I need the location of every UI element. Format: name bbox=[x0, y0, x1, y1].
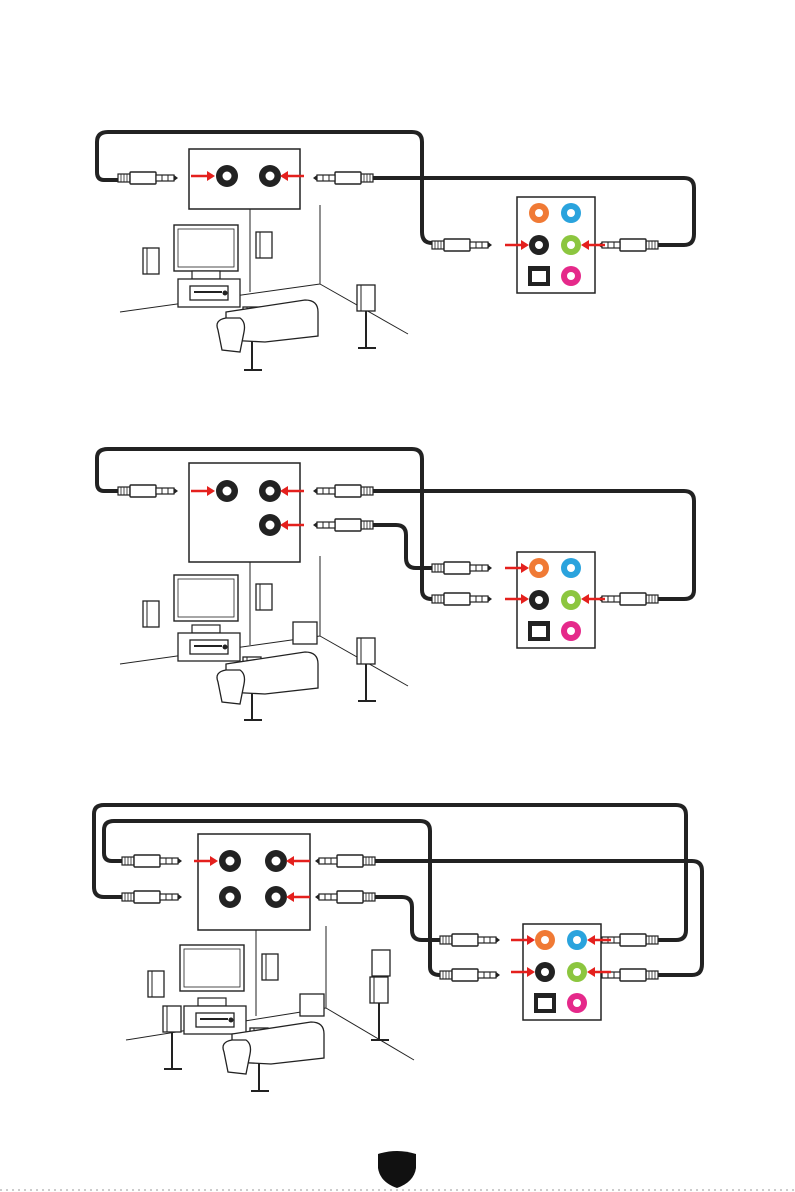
speaker-jack-4 bbox=[265, 886, 287, 908]
plug bbox=[118, 172, 178, 184]
speaker-icon bbox=[370, 977, 389, 1040]
plug bbox=[122, 891, 182, 903]
tv-icon bbox=[174, 225, 238, 271]
speaker-jack-1 bbox=[216, 480, 238, 502]
speaker-jack-2 bbox=[265, 850, 287, 872]
setup-bottom bbox=[94, 805, 702, 1091]
plug bbox=[313, 485, 373, 497]
speaker-icon bbox=[357, 285, 376, 348]
tv-icon bbox=[174, 575, 238, 621]
plug bbox=[440, 969, 500, 981]
page-footer bbox=[0, 1150, 795, 1192]
speaker-jack-1 bbox=[219, 850, 241, 872]
tv-icon bbox=[180, 945, 244, 991]
speaker-icon bbox=[256, 232, 272, 258]
speaker-icon bbox=[256, 584, 272, 610]
speaker-icon bbox=[148, 971, 164, 997]
speaker-icon bbox=[372, 950, 390, 976]
speaker-jack-3 bbox=[219, 886, 241, 908]
speaker-jack-1 bbox=[216, 165, 238, 187]
speaker-jack-2 bbox=[259, 165, 281, 187]
speaker-jack-2 bbox=[259, 480, 281, 502]
speaker-input-panel bbox=[189, 463, 300, 562]
plug bbox=[315, 855, 375, 867]
speaker-icon bbox=[143, 601, 159, 627]
plug bbox=[315, 891, 375, 903]
speaker-icon bbox=[143, 248, 159, 274]
speaker-jack-3 bbox=[259, 514, 281, 536]
speaker-input-panel bbox=[189, 149, 300, 209]
setup-middle bbox=[97, 449, 694, 720]
speaker-icon bbox=[357, 638, 376, 701]
plug bbox=[432, 593, 492, 605]
subwoofer-icon bbox=[293, 622, 317, 644]
setup-top bbox=[97, 132, 694, 370]
plug bbox=[598, 593, 658, 605]
plug bbox=[432, 562, 492, 574]
plug bbox=[313, 172, 373, 184]
plug bbox=[118, 485, 178, 497]
plug bbox=[440, 934, 500, 946]
speaker-icon bbox=[262, 954, 278, 980]
plug bbox=[122, 855, 182, 867]
plug bbox=[313, 519, 373, 531]
subwoofer-icon bbox=[300, 994, 324, 1016]
shield-icon bbox=[378, 1151, 416, 1188]
plug bbox=[598, 239, 658, 251]
speaker-input-panel bbox=[198, 834, 310, 930]
plug bbox=[432, 239, 492, 251]
speaker-icon bbox=[163, 1006, 182, 1069]
